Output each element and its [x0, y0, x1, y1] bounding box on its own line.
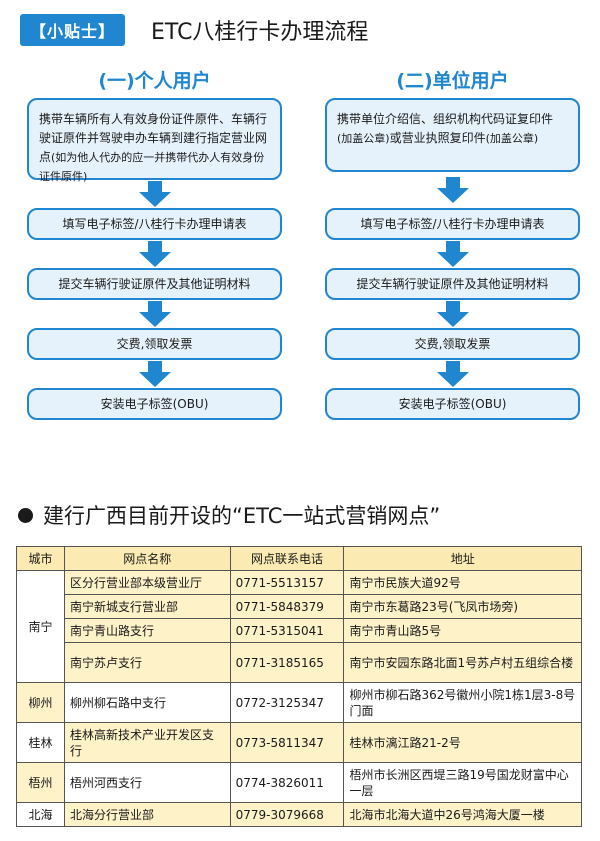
outlet-phone: 0771-5315041 — [229, 618, 345, 643]
table-header-row: 城市 网点名称 网点联系电话 地址 — [16, 546, 582, 571]
outlet-address: 南宁市民族大道92号 — [343, 570, 582, 595]
company-step-1: 携带单位介绍信、组织机构代码证复印件 (加盖公章)或营业执照复印件(加盖公章) — [325, 98, 580, 172]
outlet-address: 南宁市安园东路北面1号苏卢村五组综合楼 — [343, 642, 582, 683]
table-row: 北海 北海分行营业部 0779-3079668 北海市北海大道中26号鸿海大厦一… — [16, 802, 582, 827]
down-arrow-icon — [27, 300, 282, 328]
outlet-name: 北海分行营业部 — [63, 802, 231, 827]
personal-step-2: 填写电子标签/八桂行卡办理申请表 — [27, 208, 282, 240]
personal-step-1: 携带车辆所有人有效身份证件原件、车辆行驶证原件并驾驶申办车辆到建行指定营业网点(… — [27, 98, 282, 183]
table-row: 梧州 梧州河西支行 0774-3826011 梧州市长洲区西堤三路19号国龙财富… — [16, 762, 582, 803]
city-cell: 梧州 — [16, 762, 65, 803]
personal-flow: (一)个人用户 携带车辆所有人有效身份证件原件、车辆行驶证原件并驾驶申办车辆到建… — [27, 64, 282, 420]
personal-step-5: 安装电子标签(OBU) — [27, 388, 282, 420]
header-phone: 网点联系电话 — [229, 546, 345, 571]
outlet-address: 桂林市漓江路21-2号 — [343, 722, 582, 763]
down-arrow-icon — [27, 360, 282, 388]
outlet-name: 区分行营业部本级营业厅 — [63, 570, 231, 595]
outlet-phone: 0773-5811347 — [229, 722, 345, 763]
bullet-dot-icon — [18, 507, 33, 523]
table-row: 南宁 区分行营业部本级营业厅 0771-5513157 南宁市民族大道92号 — [16, 570, 582, 683]
company-title: (二)单位用户 — [396, 70, 509, 92]
company-step-1-main: 携带单位介绍信、组织机构代码证复印件 — [337, 112, 554, 126]
personal-step-4: 交费,领取发票 — [27, 328, 282, 360]
outlet-phone: 0772-3125347 — [229, 682, 345, 723]
header-city: 城市 — [16, 546, 65, 571]
down-arrow-icon — [325, 300, 580, 328]
outlets-table: 城市 网点名称 网点联系电话 地址 南宁 区分行营业部本级营业厅 0771-55… — [16, 546, 582, 827]
header: 【小贴士】 ETC八桂行卡办理流程 — [20, 14, 368, 46]
outlet-name: 南宁青山路支行 — [63, 618, 231, 643]
outlet-address: 梧州市长洲区西堤三路19号国龙财富中心一层 — [343, 762, 582, 803]
outlet-name: 柳州柳石路中支行 — [63, 682, 231, 723]
company-step-1-note-1: (加盖公章) — [337, 132, 390, 145]
outlet-name: 桂林高新技术产业开发区支行 — [63, 722, 231, 763]
company-step-2: 填写电子标签/八桂行卡办理申请表 — [325, 208, 580, 240]
company-step-3: 提交车辆行驶证原件及其他证明材料 — [325, 268, 580, 300]
city-cell: 桂林 — [16, 722, 65, 763]
outlet-address: 南宁市东葛路23号(飞凤市场旁) — [343, 594, 582, 619]
company-step-1-note-2: (加盖公章) — [485, 132, 539, 145]
section-heading: 建行广西目前开设的“ETC一站式营销网点” — [18, 500, 440, 530]
down-arrow-icon — [27, 240, 282, 268]
company-step-4: 交费,领取发票 — [325, 328, 580, 360]
table-row: 桂林 桂林高新技术产业开发区支行 0773-5811347 桂林市漓江路21-2… — [16, 722, 582, 763]
company-step-1-mid: 或营业执照复印件 — [389, 131, 486, 145]
down-arrow-icon — [27, 180, 282, 208]
page-title: ETC八桂行卡办理流程 — [151, 20, 369, 45]
outlet-phone: 0779-3079668 — [229, 802, 345, 827]
table-row: 南宁苏卢支行 0771-3185165 南宁市安园东路北面1号苏卢村五组综合楼 — [17, 642, 582, 683]
down-arrow-icon — [325, 360, 580, 388]
outlet-address: 北海市北海大道中26号鸿海大厦一楼 — [343, 802, 582, 827]
city-cell: 南宁 — [16, 570, 65, 683]
personal-step-1-note: (如为他人代办的应一并携带代办人有效身份证件原件) — [39, 151, 265, 183]
header-name: 网点名称 — [63, 546, 231, 571]
table-row: 南宁新城支行营业部 0771-5848379 南宁市东葛路23号(飞凤市场旁) — [17, 594, 582, 619]
outlet-phone: 0774-3826011 — [229, 762, 345, 803]
down-arrow-icon — [325, 172, 580, 208]
outlet-phone: 0771-5848379 — [229, 594, 345, 619]
outlet-phone: 0771-3185165 — [229, 642, 345, 683]
outlet-address: 柳州市柳石路362号徽州小院1栋1层3-8号门面 — [343, 682, 582, 723]
personal-title: (一)个人用户 — [98, 70, 211, 92]
header-address: 地址 — [343, 546, 582, 571]
section-title: 建行广西目前开设的“ETC一站式营销网点” — [43, 504, 441, 528]
outlet-address: 南宁市青山路5号 — [343, 618, 582, 643]
personal-step-3: 提交车辆行驶证原件及其他证明材料 — [27, 268, 282, 300]
outlet-name: 南宁新城支行营业部 — [63, 594, 231, 619]
outlet-name: 南宁苏卢支行 — [63, 642, 231, 683]
outlet-name: 梧州河西支行 — [63, 762, 231, 803]
down-arrow-icon — [325, 240, 580, 268]
city-cell: 北海 — [16, 802, 65, 827]
city-cell: 柳州 — [16, 682, 65, 723]
tip-badge: 【小贴士】 — [20, 14, 126, 46]
table-row: 南宁青山路支行 0771-5315041 南宁市青山路5号 — [17, 618, 582, 643]
personal-step-1-main: 携带车辆所有人有效身份证件原件、车辆行驶证原件并驾驶申办车辆到建行指定营业网点 — [39, 112, 268, 164]
company-step-5: 安装电子标签(OBU) — [325, 388, 580, 420]
company-flow: (二)单位用户 携带单位介绍信、组织机构代码证复印件 (加盖公章)或营业执照复印件… — [325, 64, 580, 420]
table-row: 柳州 柳州柳石路中支行 0772-3125347 柳州市柳石路362号徽州小院1… — [16, 682, 582, 723]
outlet-phone: 0771-5513157 — [229, 570, 345, 595]
